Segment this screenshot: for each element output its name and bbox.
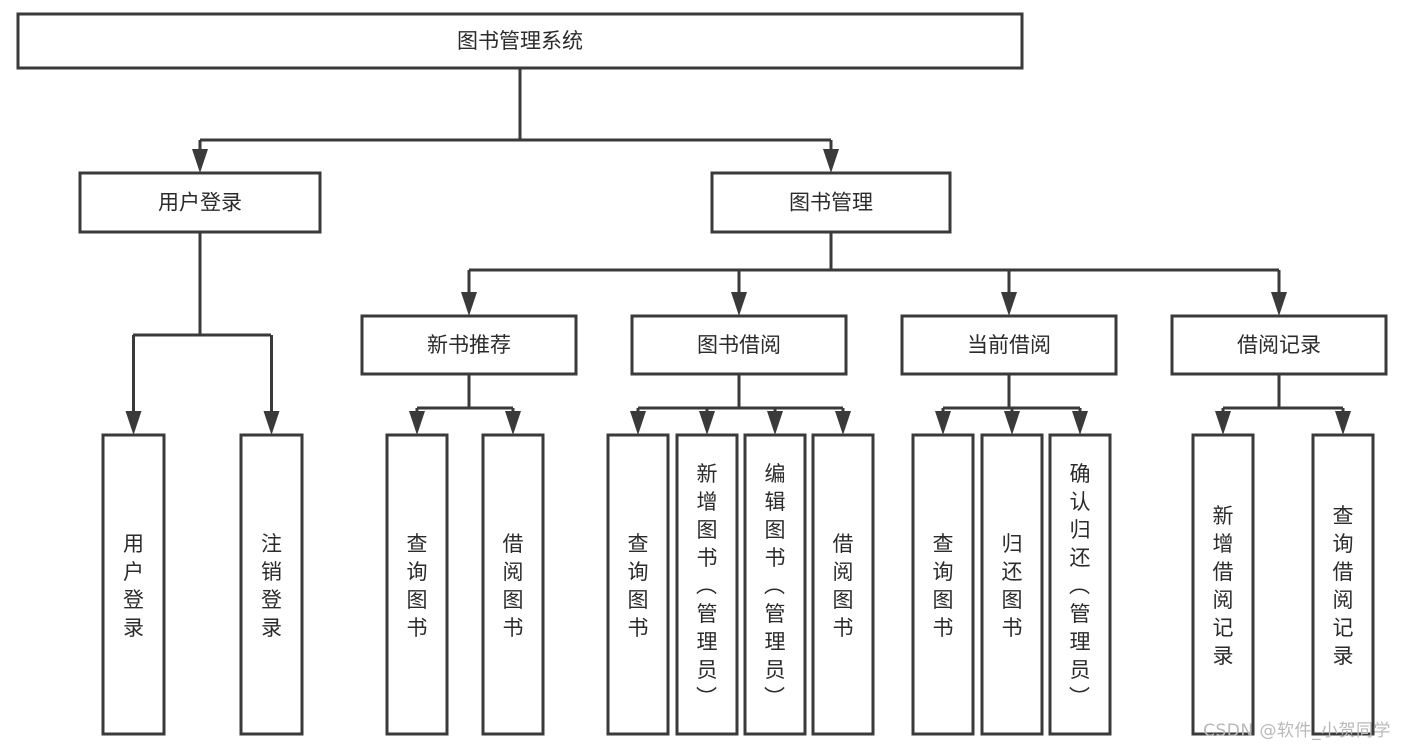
connector-edges-layer bbox=[125, 68, 1351, 435]
root-node-0-box[interactable] bbox=[16, 12, 1024, 70]
leaf-node-8[interactable]: 查询图书 bbox=[911, 433, 975, 736]
leaf-node-0-label: 用户登录 bbox=[123, 532, 144, 640]
leaf-node-9-label: 归还图书 bbox=[1002, 532, 1023, 640]
level3-node-0-label: 新书推荐 bbox=[427, 333, 511, 357]
level3-1-to-leaf-1-head bbox=[699, 411, 715, 435]
level3-2-to-leaf-2-head bbox=[1072, 411, 1088, 435]
leaf-node-9[interactable]: 归还图书 bbox=[980, 433, 1044, 736]
leaf-node-12-box[interactable] bbox=[1311, 433, 1375, 736]
level2-node-1[interactable]: 图书管理 bbox=[710, 171, 952, 234]
leaf-node-8-label: 查询图书 bbox=[933, 532, 954, 640]
leaf-node-5-label: 新增图书（管理员） bbox=[696, 462, 718, 710]
level3-node-1-box[interactable] bbox=[630, 314, 848, 376]
leaf-node-5-box[interactable] bbox=[675, 433, 739, 736]
diagram-nodes-layer: 图书管理系统用户登录图书管理新书推荐图书借阅当前借阅借阅记录用户登录注销登录查询… bbox=[16, 12, 1388, 736]
leaf-node-0[interactable]: 用户登录 bbox=[101, 433, 166, 736]
leaf-node-10-box[interactable] bbox=[1048, 433, 1112, 736]
level3-3-to-leaf-1-head bbox=[1335, 411, 1351, 435]
level2-node-1-box[interactable] bbox=[710, 171, 952, 234]
leaf-node-6-box[interactable] bbox=[743, 433, 807, 736]
root-node-0[interactable]: 图书管理系统 bbox=[16, 12, 1024, 70]
userlogin-to-leaf-0-head bbox=[125, 411, 142, 435]
leaf-node-7-label: 借阅图书 bbox=[833, 532, 854, 640]
leaf-node-11-box[interactable] bbox=[1191, 433, 1255, 736]
level3-node-2-box[interactable] bbox=[900, 314, 1118, 376]
leaf-node-6-label: 编辑图书（管理员） bbox=[764, 462, 786, 710]
level3-node-3-box[interactable] bbox=[1170, 314, 1388, 376]
level3-3-to-leaf-0-head bbox=[1215, 411, 1231, 435]
csdn-watermark: CSDN @软件_小贺同学 bbox=[1203, 721, 1391, 741]
bookmgmt-to-level3-3-head bbox=[1271, 292, 1287, 316]
leaf-node-4-box[interactable] bbox=[606, 433, 670, 736]
level3-node-0-box[interactable] bbox=[360, 314, 578, 376]
level3-0-to-leaf-0-head bbox=[409, 411, 425, 435]
level2-node-0-label: 用户登录 bbox=[158, 191, 242, 215]
bookmgmt-to-level3-2-head bbox=[1001, 292, 1017, 316]
leaf-node-4[interactable]: 查询图书 bbox=[606, 433, 670, 736]
level3-node-3[interactable]: 借阅记录 bbox=[1170, 314, 1388, 376]
level3-1-to-leaf-2-head bbox=[767, 411, 783, 435]
leaf-node-10-label: 确认归还（管理员） bbox=[1069, 462, 1091, 710]
level2-node-1-label: 图书管理 bbox=[789, 191, 873, 215]
leaf-node-0-box[interactable] bbox=[101, 433, 166, 736]
level2-node-0[interactable]: 用户登录 bbox=[78, 171, 322, 234]
leaf-node-2-label: 查询图书 bbox=[407, 532, 428, 640]
leaf-node-7[interactable]: 借阅图书 bbox=[811, 433, 875, 736]
leaf-node-12[interactable]: 查询借阅记录 bbox=[1311, 433, 1375, 736]
leaf-node-11[interactable]: 新增借阅记录 bbox=[1191, 433, 1255, 736]
level3-node-0[interactable]: 新书推荐 bbox=[360, 314, 578, 376]
leaf-node-3[interactable]: 借阅图书 bbox=[481, 433, 545, 736]
leaf-node-7-box[interactable] bbox=[811, 433, 875, 736]
leaf-node-3-label: 借阅图书 bbox=[503, 532, 524, 640]
level3-0-to-leaf-1-head bbox=[505, 411, 521, 435]
level3-node-3-label: 借阅记录 bbox=[1237, 333, 1321, 357]
leaf-node-11-label: 新增借阅记录 bbox=[1213, 504, 1234, 668]
root-node-0-label: 图书管理系统 bbox=[457, 29, 583, 53]
level3-node-1-label: 图书借阅 bbox=[697, 333, 781, 357]
level3-node-2-label: 当前借阅 bbox=[967, 333, 1051, 357]
leaf-node-4-label: 查询图书 bbox=[628, 532, 649, 640]
leaf-node-5[interactable]: 新增图书（管理员） bbox=[675, 433, 739, 736]
leaf-node-8-box[interactable] bbox=[911, 433, 975, 736]
level3-1-to-leaf-3-head bbox=[835, 411, 851, 435]
leaf-node-1-label: 注销登录 bbox=[261, 532, 282, 640]
leaf-node-9-box[interactable] bbox=[980, 433, 1044, 736]
level3-node-1[interactable]: 图书借阅 bbox=[630, 314, 848, 376]
level3-2-to-leaf-0-head bbox=[935, 411, 951, 435]
level3-2-to-leaf-1-head bbox=[1004, 411, 1020, 435]
root-to-level2-0-head bbox=[192, 149, 208, 173]
leaf-node-1[interactable]: 注销登录 bbox=[239, 433, 304, 736]
leaf-node-3-box[interactable] bbox=[481, 433, 545, 736]
leaf-node-6[interactable]: 编辑图书（管理员） bbox=[743, 433, 807, 736]
level3-node-2[interactable]: 当前借阅 bbox=[900, 314, 1118, 376]
bookmgmt-to-level3-1-head bbox=[731, 292, 747, 316]
leaf-node-10[interactable]: 确认归还（管理员） bbox=[1048, 433, 1112, 736]
leaf-node-12-label: 查询借阅记录 bbox=[1333, 504, 1354, 668]
leaf-node-2-box[interactable] bbox=[385, 433, 449, 736]
leaf-node-1-box[interactable] bbox=[239, 433, 304, 736]
level3-1-to-leaf-0-head bbox=[630, 411, 646, 435]
leaf-node-2[interactable]: 查询图书 bbox=[385, 433, 449, 736]
root-to-level2-1-head bbox=[823, 149, 839, 173]
userlogin-to-leaf-1-head bbox=[263, 411, 280, 435]
bookmgmt-to-level3-0-head bbox=[461, 292, 477, 316]
level2-node-0-box[interactable] bbox=[78, 171, 322, 234]
